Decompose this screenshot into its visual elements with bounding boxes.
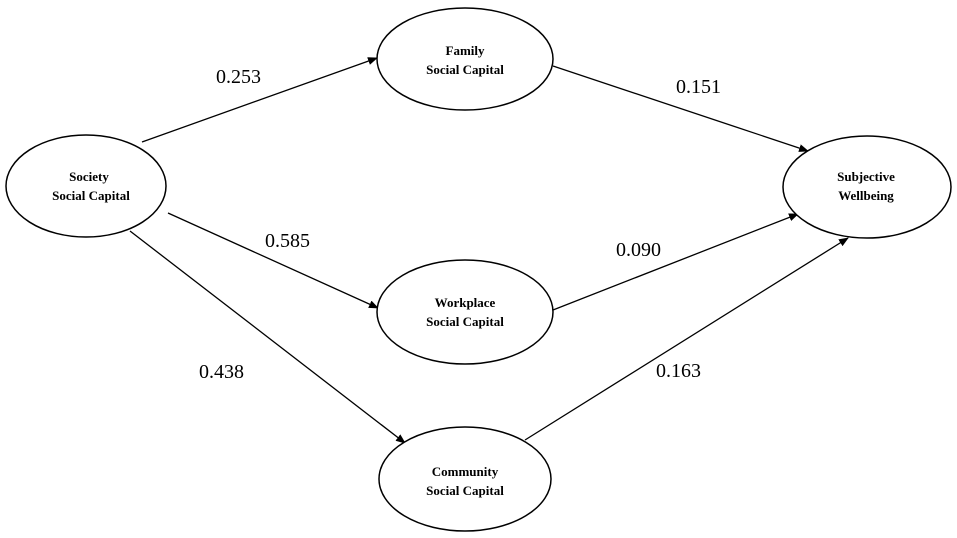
node-family-line1: Family bbox=[446, 43, 485, 58]
edge-family-wellbeing bbox=[552, 65, 809, 152]
edge-society-workplace bbox=[167, 212, 379, 309]
node-family-line2: Social Capital bbox=[426, 62, 504, 77]
coef-society-family: 0.253 bbox=[216, 66, 261, 88]
edge-society-community bbox=[129, 230, 406, 444]
node-workplace-line2: Social Capital bbox=[426, 314, 504, 329]
node-family: Family Social Capital bbox=[376, 7, 554, 111]
node-society: Society Social Capital bbox=[5, 134, 167, 238]
node-society-line1: Society bbox=[69, 169, 109, 184]
node-workplace: Workplace Social Capital bbox=[376, 259, 554, 365]
node-society-line2: Social Capital bbox=[52, 188, 130, 203]
node-workplace-line1: Workplace bbox=[435, 295, 496, 310]
node-wellbeing: Subjective Wellbeing bbox=[782, 135, 952, 239]
coef-society-workplace: 0.585 bbox=[265, 230, 310, 252]
node-wellbeing-line2: Wellbeing bbox=[838, 188, 894, 203]
coef-workplace-wellbeing: 0.090 bbox=[616, 239, 661, 261]
node-wellbeing-line1: Subjective bbox=[837, 169, 895, 184]
node-community-line2: Social Capital bbox=[426, 483, 504, 498]
edge-workplace-wellbeing bbox=[552, 213, 799, 311]
edge-community-wellbeing bbox=[524, 237, 849, 441]
coef-society-community: 0.438 bbox=[199, 361, 244, 383]
edge-society-family bbox=[141, 57, 378, 143]
node-community: Community Social Capital bbox=[378, 426, 552, 532]
coef-family-wellbeing: 0.151 bbox=[676, 76, 721, 98]
coef-community-wellbeing: 0.163 bbox=[656, 360, 701, 382]
node-community-line1: Community bbox=[432, 464, 499, 479]
